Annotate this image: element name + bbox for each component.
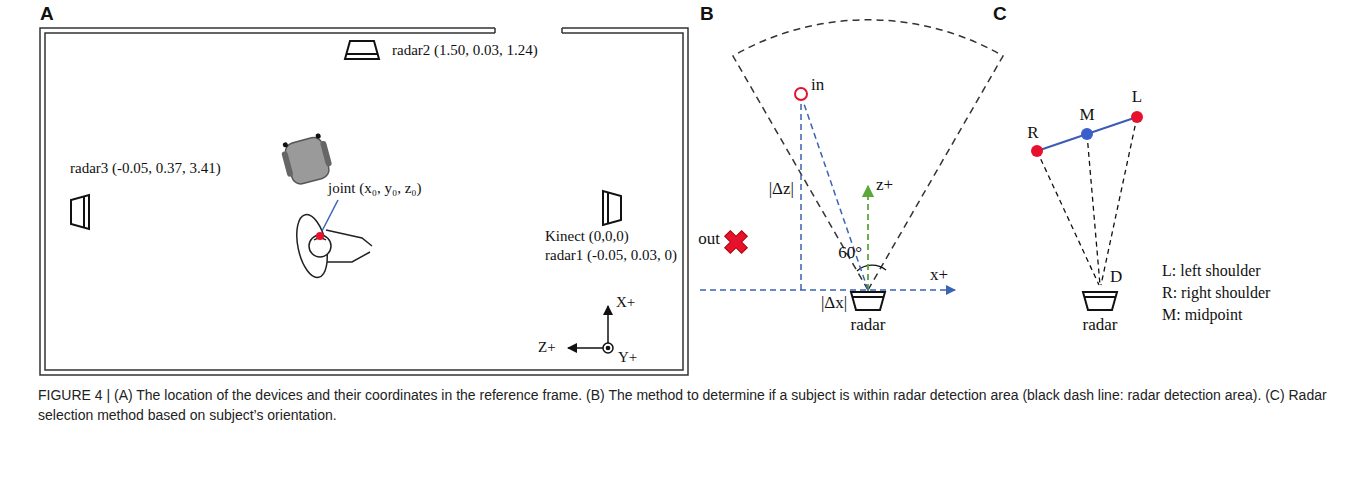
distance-label: |Δx|	[821, 294, 847, 313]
point-label: R	[1027, 124, 1038, 143]
panel-letter: B	[700, 4, 714, 25]
x-axis	[700, 289, 955, 291]
figure-caption: FIGURE 4 | (A) The location of the devic…	[38, 386, 1338, 425]
point-label: L	[1132, 88, 1142, 107]
distance-label: |Δz|	[769, 180, 794, 199]
radar-symbol	[603, 191, 621, 225]
out-point	[719, 225, 753, 259]
shoulder-dot	[1131, 111, 1143, 123]
joint-dot	[316, 232, 324, 240]
in-point	[795, 88, 807, 100]
point-label: out	[698, 230, 720, 249]
room-walls	[40, 28, 688, 375]
device-label: Kinect (0,0,0)	[545, 228, 629, 245]
joint-label: joint (x₀, y₀, z₀)	[328, 180, 422, 197]
person	[292, 212, 372, 280]
z-axis	[867, 186, 869, 290]
range-line	[803, 101, 868, 290]
key-label: M: midpoint	[1162, 306, 1242, 324]
leader-line	[322, 200, 338, 231]
angle-label: 60°	[838, 244, 862, 263]
key-label: L: left shoulder	[1162, 262, 1261, 280]
midpoint-dot	[1081, 128, 1093, 140]
point-label: M	[1079, 106, 1094, 125]
device-label: radar1 (-0.05, 0.03, 0)	[545, 247, 677, 264]
axis-label: z+	[876, 176, 893, 195]
axis-label: Z+	[538, 339, 556, 356]
device-label: radar2 (1.50, 0.03, 1.24)	[392, 42, 538, 59]
device-label: radar3 (-0.05, 0.37, 3.41)	[70, 160, 221, 177]
shoulder-dot	[1031, 145, 1043, 157]
axis-label: X+	[616, 294, 635, 311]
detection-area	[733, 20, 1003, 290]
chair	[279, 132, 335, 187]
panel-letter: C	[993, 4, 1007, 25]
radar-symbol	[345, 41, 379, 59]
key-label: R: right shoulder	[1162, 284, 1270, 302]
radar-symbol	[1083, 292, 1117, 310]
sight-lines	[1037, 117, 1137, 285]
axes	[568, 306, 613, 353]
device-label: radar	[851, 316, 886, 335]
point-label: D	[1110, 268, 1122, 287]
axis-label: Y+	[618, 349, 637, 366]
device-label: radar	[1083, 316, 1118, 335]
dz-line	[800, 100, 802, 290]
point-label: in	[811, 76, 824, 95]
radar-symbol	[71, 195, 89, 229]
axis-label: x+	[930, 266, 948, 285]
panel-letter: A	[40, 4, 54, 25]
radar-symbol	[851, 292, 885, 310]
